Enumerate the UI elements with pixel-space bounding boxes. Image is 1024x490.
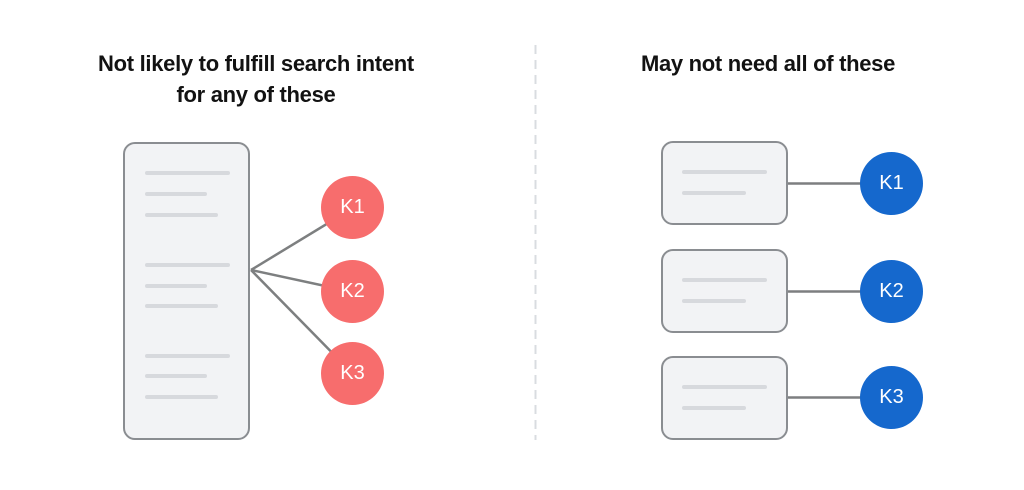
skeleton-text-line [145,192,207,196]
skeleton-text-line [145,171,230,175]
document-card [123,142,250,440]
skeleton-text-line [145,263,230,267]
keyword-circle-left-k2: K2 [321,260,384,323]
page-card-3 [661,356,788,440]
skeleton-text-line [682,170,767,174]
keyword-circle-right-k2: K2 [860,260,923,323]
page-card-2 [661,249,788,333]
skeleton-text-line [682,191,746,195]
skeleton-text-line [145,395,218,399]
keyword-circle-right-k3: K3 [860,366,923,429]
skeleton-text-line [145,213,218,217]
left-title-line-1: Not likely to fulfill search intent [98,51,414,76]
skeleton-text-line [682,406,746,410]
skeleton-text-line [145,354,230,358]
skeleton-text-line [682,299,746,303]
skeleton-text-line [682,278,767,282]
left-title-line-2: for any of these [176,82,336,107]
keyword-circle-right-k1: K1 [860,152,923,215]
left-panel-title: Not likely to fulfill search intent for … [0,48,512,110]
page-card-1 [661,141,788,225]
keyword-circle-left-k1: K1 [321,176,384,239]
skeleton-text-line [682,385,767,389]
keyword-circle-left-k3: K3 [321,342,384,405]
skeleton-text-line [145,374,207,378]
right-panel-title: May not need all of these [640,51,896,76]
skeleton-text-line [145,304,218,308]
skeleton-text-line [145,284,207,288]
